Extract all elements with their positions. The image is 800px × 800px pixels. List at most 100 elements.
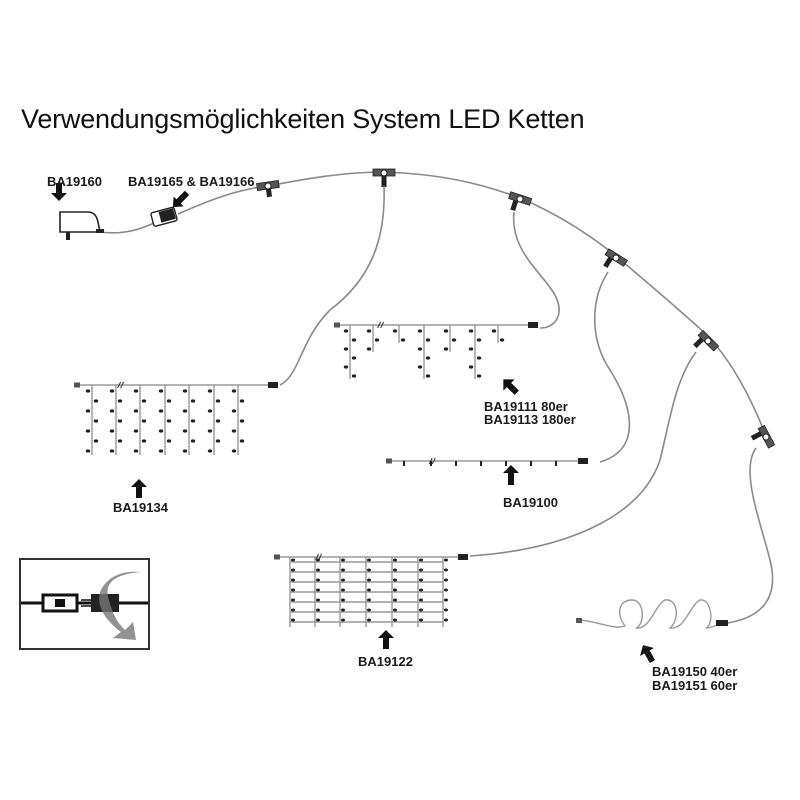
led-bulb bbox=[231, 409, 237, 413]
end-plug bbox=[386, 458, 392, 464]
led-bulb bbox=[341, 608, 345, 612]
t-connector-icon bbox=[603, 248, 628, 268]
t-connector-icon bbox=[372, 168, 396, 187]
page-title: Verwendungsmöglichkeiten System LED Kett… bbox=[21, 104, 585, 134]
led-bulb bbox=[367, 588, 371, 592]
led-bulb bbox=[419, 588, 423, 592]
led-bulb bbox=[393, 568, 397, 572]
led-bulb bbox=[444, 598, 448, 602]
led-bulb bbox=[182, 429, 188, 433]
led-bulb bbox=[425, 356, 431, 360]
led-bulb bbox=[419, 598, 423, 602]
led-bulb bbox=[400, 338, 406, 342]
led-bulb bbox=[419, 558, 423, 562]
t-connector-icon bbox=[693, 329, 720, 352]
led-bulb bbox=[343, 347, 349, 351]
label-icicle-2: BA19113 180er bbox=[484, 412, 576, 427]
led-bulb bbox=[141, 419, 147, 423]
led-bulb bbox=[480, 461, 482, 466]
led-bulb bbox=[291, 618, 295, 622]
led-bulb bbox=[166, 419, 172, 423]
led-bulb bbox=[393, 618, 397, 622]
arrow-icon bbox=[172, 190, 190, 208]
t-connector-icon bbox=[256, 180, 280, 198]
led-bulb bbox=[393, 588, 397, 592]
led-bulb bbox=[393, 558, 397, 562]
led-bulb bbox=[291, 598, 295, 602]
led-bulb bbox=[444, 578, 448, 582]
branch-cable-net bbox=[469, 351, 697, 557]
led-bulb bbox=[215, 399, 221, 403]
arrow-icon bbox=[51, 183, 67, 201]
led-bulb bbox=[291, 588, 295, 592]
arrow-icon bbox=[503, 379, 519, 395]
led-bulb bbox=[476, 374, 482, 378]
led-bulb bbox=[109, 409, 115, 413]
led-bulb bbox=[555, 461, 557, 466]
led-bulb bbox=[468, 329, 474, 333]
led-bulb bbox=[444, 608, 448, 612]
led-bulb bbox=[430, 461, 432, 466]
led-bulb bbox=[291, 558, 295, 562]
led-bulb bbox=[93, 439, 99, 443]
led-bulb bbox=[316, 618, 320, 622]
led-bulb bbox=[351, 338, 357, 342]
led-bulb bbox=[166, 399, 172, 403]
led-bulb bbox=[367, 568, 371, 572]
arrow-icon bbox=[640, 645, 656, 664]
led-bulb bbox=[351, 374, 357, 378]
led-bulb bbox=[207, 429, 213, 433]
led-bulb bbox=[499, 338, 505, 342]
connector-plug bbox=[458, 554, 468, 560]
led-bulb bbox=[444, 618, 448, 622]
led-bulb bbox=[182, 389, 188, 393]
led-bulb bbox=[231, 429, 237, 433]
led-bulb bbox=[291, 578, 295, 582]
led-bulb bbox=[367, 608, 371, 612]
label-micro-2: BA19151 60er bbox=[652, 678, 738, 693]
t-connector-icon bbox=[750, 424, 776, 449]
led-bulb bbox=[316, 598, 320, 602]
led-bulb bbox=[158, 389, 164, 393]
led-bulb bbox=[343, 329, 349, 333]
led-bulb bbox=[419, 618, 423, 622]
led-bulb bbox=[341, 558, 345, 562]
led-bulb bbox=[166, 439, 172, 443]
label-power-supply: BA19160 bbox=[47, 174, 102, 189]
branch-cable-micro bbox=[719, 447, 774, 625]
led-bulb bbox=[443, 347, 449, 351]
icicle-light-icon bbox=[334, 321, 538, 379]
led-bulb bbox=[190, 439, 196, 443]
led-bulb bbox=[343, 365, 349, 369]
plug-connection-icon bbox=[21, 571, 148, 640]
led-bulb bbox=[417, 365, 423, 369]
led-bulb bbox=[291, 608, 295, 612]
end-plug bbox=[334, 322, 340, 328]
led-bulb bbox=[425, 374, 431, 378]
cut-mark bbox=[377, 321, 385, 329]
led-bulb bbox=[141, 439, 147, 443]
led-bulb bbox=[158, 429, 164, 433]
led-bulb bbox=[190, 419, 196, 423]
led-bulb bbox=[231, 449, 237, 453]
connector-plug bbox=[578, 458, 588, 464]
led-bulb bbox=[85, 429, 91, 433]
led-bulb bbox=[133, 409, 139, 413]
led-bulb bbox=[468, 347, 474, 351]
led-bulb bbox=[341, 618, 345, 622]
led-bulb bbox=[455, 461, 457, 466]
led-bulb bbox=[109, 449, 115, 453]
curtain-light-icon bbox=[74, 381, 278, 455]
end-plug bbox=[274, 554, 280, 560]
label-curtain: BA19134 bbox=[113, 500, 168, 515]
led-bulb bbox=[392, 329, 398, 333]
led-bulb bbox=[341, 588, 345, 592]
led-bulb bbox=[351, 356, 357, 360]
led-bulb bbox=[207, 449, 213, 453]
micro-light-icon bbox=[576, 599, 728, 629]
led-bulb bbox=[316, 558, 320, 562]
controller-icon bbox=[150, 206, 178, 227]
led-bulb bbox=[141, 399, 147, 403]
label-micro-1: BA19150 40er bbox=[652, 664, 738, 679]
